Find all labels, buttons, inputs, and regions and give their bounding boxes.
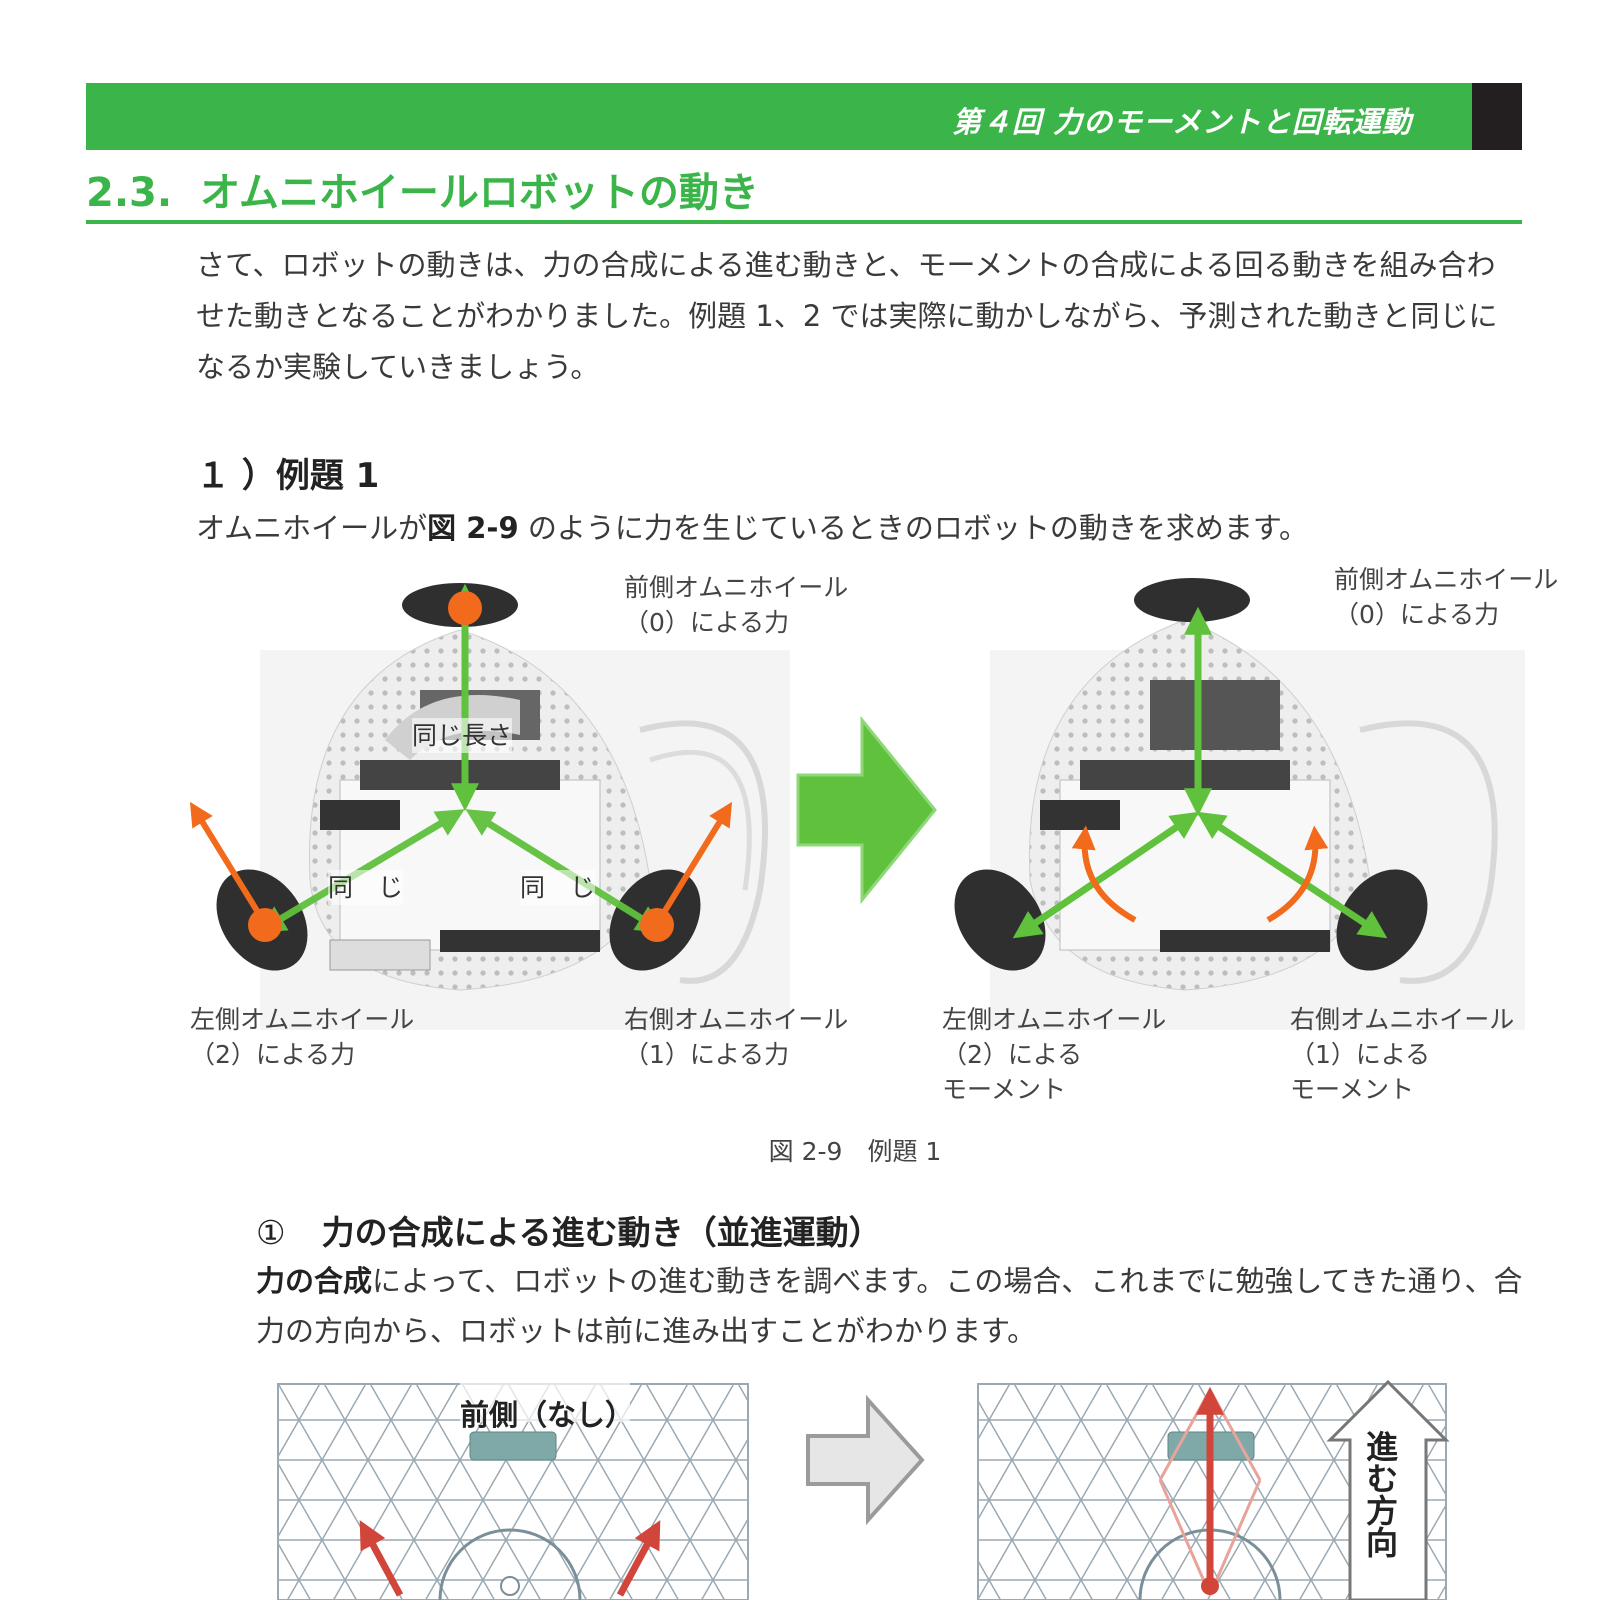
chapter-title: 第４回 力のモーメントと回転運動 — [952, 105, 1412, 139]
section-rule — [86, 220, 1522, 224]
result-arrow — [796, 715, 937, 905]
grid-figure — [277, 1380, 1450, 1600]
right-fig-left-label-line2: （2）による — [942, 1040, 1083, 1069]
grid-result-arrow — [806, 1394, 925, 1526]
figure-caption: 図 2-9 例題 1 — [768, 1137, 942, 1166]
left-robot-photo — [216, 583, 790, 1030]
example-1-text-before: オムニホイールが — [196, 511, 428, 545]
left-grid-panel — [277, 1380, 749, 1600]
subsection-1-text: によって、ロボットの進む動きを調べます。この場合、これまでに勉強してきた通り、合… — [256, 1264, 1523, 1348]
same-right-label: 同 じ — [520, 870, 596, 905]
example-1-text-after: のように力を生じているときのロボットの動きを求めます。 — [518, 511, 1308, 545]
figure-2-9: 前側オムニホイール （0）による力 同じ長さ 同 じ 同 じ 左側オムニホイール… — [0, 560, 1600, 1120]
example-1-text: オムニホイールが図 2-9 のように力を生じているときのロボットの動きを求めます… — [196, 505, 1308, 547]
left-front-label-line1: 前側オムニホイール — [624, 573, 849, 602]
right-fig-left-label-line3: モーメント — [942, 1075, 1067, 1104]
right-fig-right-label-line1: 右側オムニホイール — [1290, 1005, 1515, 1034]
example-1-heading: １ ）例題 1 — [196, 456, 380, 496]
direction-arrow — [1326, 1380, 1450, 1600]
right-wheel-label: 右側オムニホイール （1）による力 — [624, 1002, 848, 1072]
subsection-1-title: 力の合成による進む動き（並進運動） — [321, 1213, 882, 1252]
right-front-label-line1: 前側オムニホイール — [1334, 565, 1559, 594]
same-left-label: 同 じ — [328, 870, 404, 905]
section-heading-text: オムニホイールロボットの動き — [200, 170, 759, 216]
same-length-label: 同じ長さ — [412, 718, 513, 753]
header-black-tab — [1472, 83, 1522, 150]
right-front-label-line2: （0）による力 — [1334, 600, 1500, 629]
chapter-header-bar: 第４回 力のモーメントと回転運動 — [86, 83, 1522, 150]
right-fig-right-label-line3: モーメント — [1290, 1075, 1415, 1104]
section-title: 2.3. オムニホイールロボットの動き — [86, 160, 759, 218]
right-grid-panel — [977, 1380, 1450, 1600]
right-front-label: 前側オムニホイール （0）による力 — [1334, 562, 1558, 632]
right-fig-right-label: 右側オムニホイール （1）による モーメント — [1290, 1002, 1514, 1107]
grid-front-label: 前側（なし） — [460, 1398, 635, 1432]
right-wheel-label-line2: （1）による力 — [624, 1040, 790, 1069]
section-number: 2.3. — [86, 170, 173, 216]
intro-paragraph: さて、ロボットの動きは、力の合成による進む動きと、モーメントの合成による回る動き… — [196, 248, 1498, 384]
subsection-1-paragraph: 力の合成によって、ロボットの進む動きを調べます。この場合、これまでに勉強してきた… — [256, 1256, 1524, 1356]
right-fig-left-label: 左側オムニホイール （2）による モーメント — [942, 1002, 1166, 1107]
subsection-1-number: ① — [256, 1213, 286, 1252]
subsection-1-bold: 力の合成 — [256, 1264, 373, 1298]
right-fig-right-label-line2: （1）による — [1290, 1040, 1431, 1069]
figure-reference: 図 2-9 — [427, 511, 519, 545]
right-force-arrows — [1012, 606, 1388, 939]
left-front-label-line2: （0）による力 — [624, 608, 790, 637]
left-wheel-label: 左側オムニホイール （2）による力 — [190, 1002, 414, 1072]
subsection-1-heading: ① 力の合成による進む動き（並進運動） — [256, 1206, 882, 1254]
left-front-label: 前側オムニホイール （0）による力 — [624, 570, 848, 640]
left-wheel-label-line1: 左側オムニホイール — [190, 1005, 415, 1034]
right-wheel-label-line1: 右側オムニホイール — [624, 1005, 849, 1034]
left-wheel-label-line2: （2）による力 — [190, 1040, 356, 1069]
right-fig-left-label-line1: 左側オムニホイール — [942, 1005, 1167, 1034]
right-robot-photo — [954, 578, 1525, 1030]
grid-direction-label: 進む方向 — [1361, 1430, 1399, 1558]
